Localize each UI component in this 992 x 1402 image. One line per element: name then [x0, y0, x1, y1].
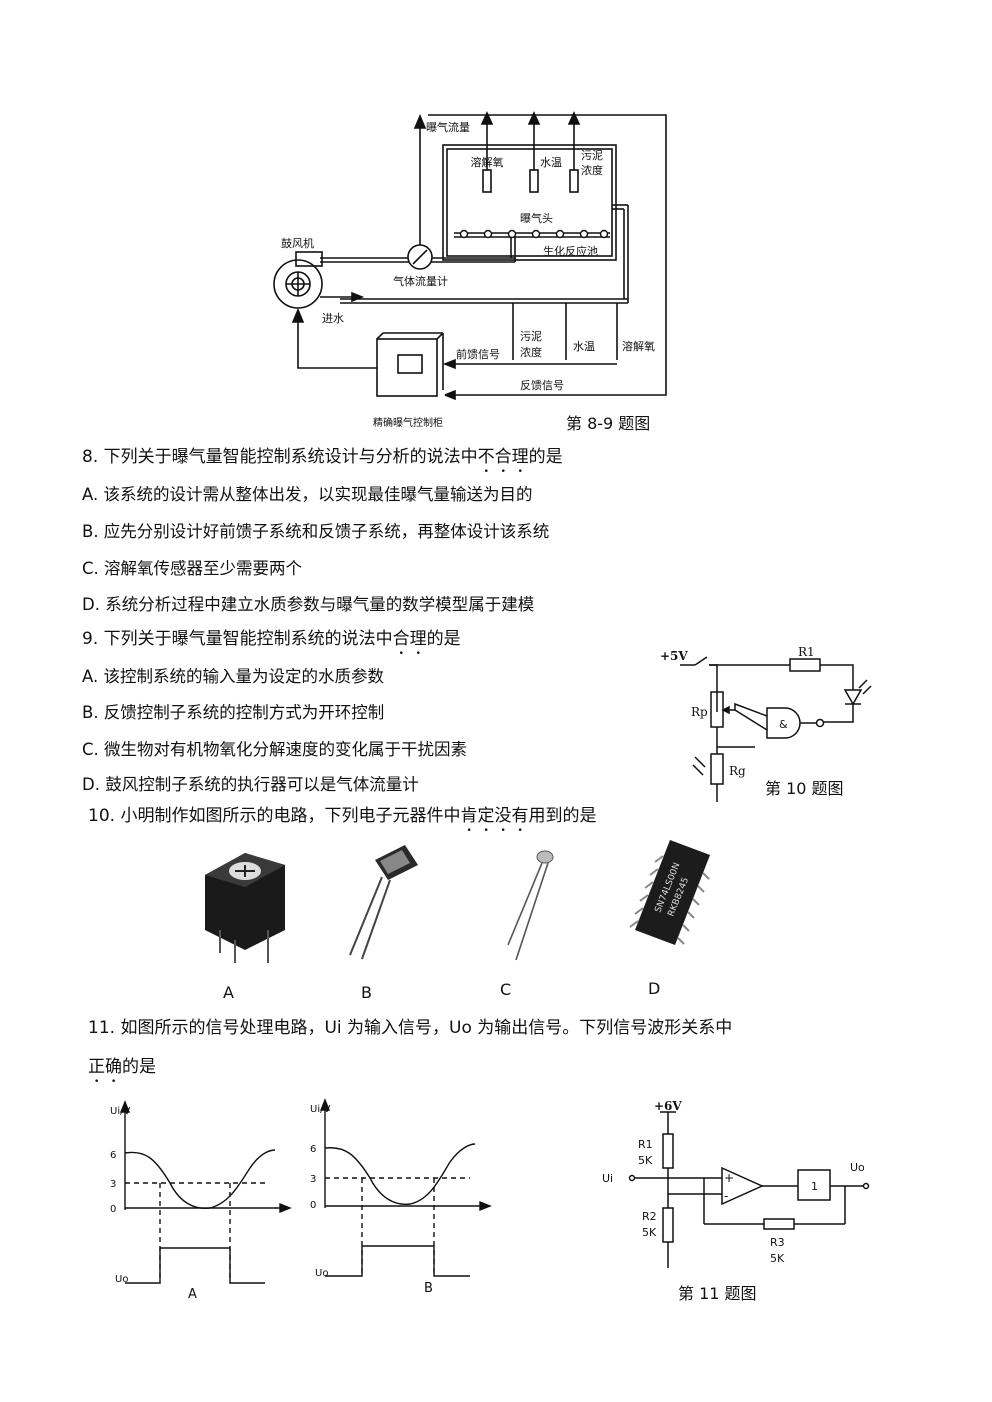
figure-10-caption: 第 10 题图: [765, 779, 844, 798]
sensor-sludge-label-2: 浓度: [581, 163, 603, 177]
aeration-flow-label: 曝气流量: [426, 120, 470, 134]
wb-tick-0: 0: [310, 1200, 316, 1211]
component-label-a: A: [223, 983, 234, 1002]
wa-tick-3: 3: [110, 1179, 116, 1190]
q8-option-c: C. 溶解氧传感器至少需要两个: [82, 559, 303, 578]
wb-uo-label: Uo: [315, 1268, 328, 1279]
component-b-sensor: [349, 845, 418, 960]
figure-8-9-caption: 第 8-9 题图: [566, 414, 651, 433]
ff-water-temp-label: 水温: [573, 340, 595, 353]
component-d-chip: SN74LS00N RKB8245: [629, 840, 710, 945]
ff-sludge-label-1: 污泥: [520, 330, 542, 343]
wb-tick-3: 3: [310, 1174, 316, 1185]
flowmeter-label: 气体流量计: [393, 274, 448, 288]
fig11-ui-label: Ui: [602, 1172, 613, 1185]
component-c-led: [507, 850, 554, 961]
fig11-r3-label: R3: [770, 1236, 785, 1249]
ff-sludge-label-2: 浓度: [520, 345, 542, 359]
cabinet-label: 精确曝气控制柜: [373, 416, 443, 429]
fig11-r1-value: 5K: [638, 1154, 653, 1167]
waveform-b: Ui/V 6 3 0 Uo B: [310, 1098, 492, 1296]
sensor-water-temp-label: 水温: [540, 156, 562, 169]
q9-option-b: B. 反馈控制子系统的控制方式为开环控制: [82, 703, 385, 722]
q8-option-b: B. 应先分别设计好前馈子系统和反馈子系统，再整体设计该系统: [82, 522, 550, 541]
water-in-label: 进水: [322, 312, 344, 325]
q10-component-images: SN74LS00N RKB8245: [205, 840, 710, 963]
question-11-stem-line2: 正确的是: [88, 1057, 156, 1077]
svg-text:+: +: [724, 1171, 734, 1185]
sensor-sludge-label-1: 污泥: [581, 149, 603, 162]
q8-option-d: D. 系统分析过程中建立水质参数与曝气量的数学模型属于建模: [82, 595, 535, 614]
question-10-stem: 10. 小明制作如图所示的电路，下列电子元器件中肯定没有用到的是: [88, 806, 597, 826]
wb-tick-6: 6: [310, 1144, 316, 1155]
wa-uo-label: Uo: [115, 1274, 128, 1285]
fig11-r2-value: 5K: [642, 1226, 657, 1239]
q9-option-c: C. 微生物对有机物氧化分解速度的变化属于干扰因素: [82, 740, 468, 759]
fig11-buffer-symbol: 1: [811, 1180, 818, 1193]
waveform-a: Ui/V 6 3 0 Uo A: [110, 1100, 292, 1298]
feedback-label: 反馈信号: [520, 379, 564, 392]
component-label-c: C: [500, 980, 512, 999]
blower-label: 鼓风机: [281, 236, 314, 250]
q8-option-a: A. 该系统的设计需从整体出发，以实现最佳曝气量输送为目的: [82, 485, 533, 504]
feedforward-label: 前馈信号: [456, 347, 500, 361]
svg-text:-: -: [724, 1189, 728, 1203]
fig11-r1-label: R1: [638, 1138, 653, 1151]
question-11-stem-line1: 11. 如图所示的信号处理电路，Ui 为输入信号，Uo 为输出信号。下列信号波形…: [88, 1018, 733, 1038]
fig10-rp-label: Rp: [691, 705, 708, 719]
wa-option-label: A: [188, 1287, 197, 1298]
q9-option-d: D. 鼓风控制子系统的执行器可以是气体流量计: [82, 775, 419, 794]
figure-8-9-diagram: 曝气流量 溶解氧 水温 污泥 浓度 曝气头 生化反应池 鼓风机 气体流量计 进水…: [273, 111, 667, 429]
figure-10-circuit: +5V R1 Rp Rg &: [660, 645, 872, 802]
figure-11-circuit: + - +6V R1 5K R2 5K R3 5K Ui Uo 1: [602, 1099, 870, 1268]
sensor-dissolved-oxygen-label: 溶解氧: [471, 155, 504, 169]
fig10-rg-label: Rg: [729, 764, 746, 778]
question-8-stem: 8. 下列关于曝气量智能控制系统设计与分析的说法中不合理的是: [82, 447, 563, 467]
component-label-b: B: [361, 983, 372, 1002]
wb-option-label: B: [424, 1281, 433, 1296]
ff-dissolved-oxygen-label: 溶解氧: [622, 339, 655, 353]
fig11-r3-value: 5K: [770, 1252, 785, 1265]
fig11-uo-label: Uo: [850, 1161, 865, 1174]
wa-tick-0: 0: [110, 1204, 116, 1215]
wa-tick-6: 6: [110, 1150, 116, 1161]
wa-ylabel: Ui/V: [110, 1106, 130, 1117]
component-a-trimmer: [205, 853, 285, 963]
aerator-head-label: 曝气头: [520, 211, 553, 225]
wb-ylabel: Ui/V: [310, 1104, 330, 1115]
reactor-label: 生化反应池: [543, 244, 598, 258]
fig10-vcc-label: +5V: [660, 649, 688, 663]
q9-option-a: A. 该控制系统的输入量为设定的水质参数: [82, 667, 384, 686]
fig10-r1-label: R1: [798, 645, 815, 659]
component-label-d: D: [648, 979, 661, 998]
fig10-gate-symbol: &: [779, 718, 788, 731]
question-9-stem: 9. 下列关于曝气量智能控制系统的说法中合理的是: [82, 629, 461, 649]
fig11-vcc-label: +6V: [654, 1099, 682, 1113]
fig11-r2-label: R2: [642, 1210, 657, 1223]
figure-11-caption: 第 11 题图: [678, 1284, 757, 1303]
